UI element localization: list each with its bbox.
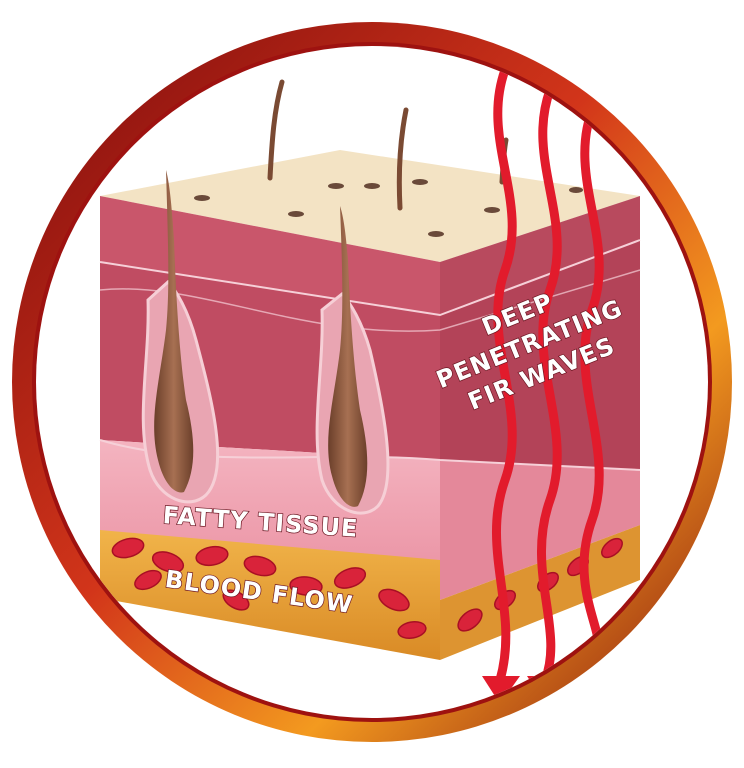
skin-diagram: DEEP PENETRATING FIR WAVES FATTY TISSUE … (0, 0, 744, 768)
